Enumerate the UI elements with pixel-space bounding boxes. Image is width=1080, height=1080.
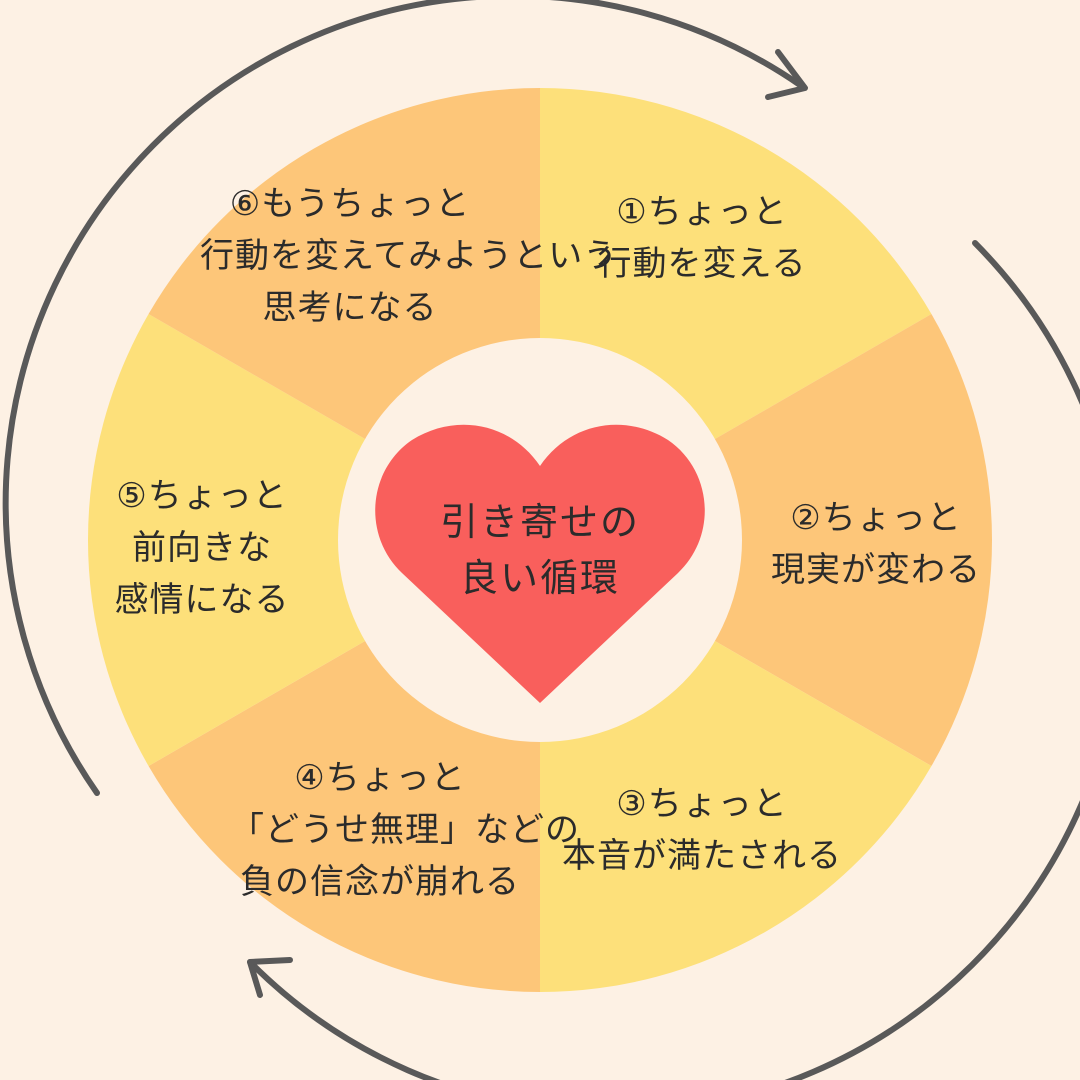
segment-5: [87, 314, 540, 766]
segment-label-1: ①ちょっと 行動を変える: [552, 186, 852, 290]
arrow-head-top: [765, 49, 808, 100]
center-title-line-1: 引き寄せの: [439, 500, 640, 544]
heart-icon: [375, 424, 705, 703]
segment-label-4: ④ちょっと 「どうせ無理」などの 負の信念が崩れる: [230, 752, 580, 908]
segment-label-3: ③ちょっと 本音が満たされる: [552, 778, 852, 882]
arrow-arc-bottom: [247, 240, 1080, 1080]
segment-1-line-1: ①ちょっと: [616, 192, 788, 232]
segment-6-line-2: 行動を変えてみようという: [200, 236, 619, 276]
segment-5-line-1: ⑤ちょっと: [116, 476, 288, 516]
segment-1-line-2: 行動を変える: [597, 244, 807, 284]
segment-2-line-2: 現実が変わる: [771, 550, 981, 590]
segment-3-line-2: 本音が満たされる: [562, 836, 842, 876]
segment-6-line-1: ⑥もうちょっと: [229, 184, 471, 224]
center-title: 引き寄せの 良い循環: [430, 494, 650, 606]
segment-5-line-3: 感情になる: [114, 580, 290, 620]
segment-label-6: ⑥もうちょっと 行動を変えてみようという 思考になる: [200, 178, 619, 334]
arrow-head-bottom: [247, 957, 293, 998]
segment-2-line-1: ②ちょっと: [790, 498, 962, 538]
segment-label-2: ②ちょっと 現実が変わる: [726, 492, 1026, 596]
segment-4-line-2: 「どうせ無理」などの: [230, 810, 580, 850]
segment-6-line-3: 思考になる: [262, 288, 438, 328]
segment-2: [540, 314, 992, 766]
segment-4-line-3: 負の信念が崩れる: [240, 862, 520, 902]
arrow-arc-top: [2, 0, 803, 796]
segment-label-5: ⑤ちょっと 前向きな 感情になる: [52, 470, 352, 626]
segment-3-line-1: ③ちょっと: [616, 784, 788, 824]
segment-4-line-1: ④ちょっと: [294, 758, 466, 798]
segment-5-line-2: 前向きな: [132, 528, 272, 568]
center-title-line-2: 良い循環: [459, 556, 620, 600]
